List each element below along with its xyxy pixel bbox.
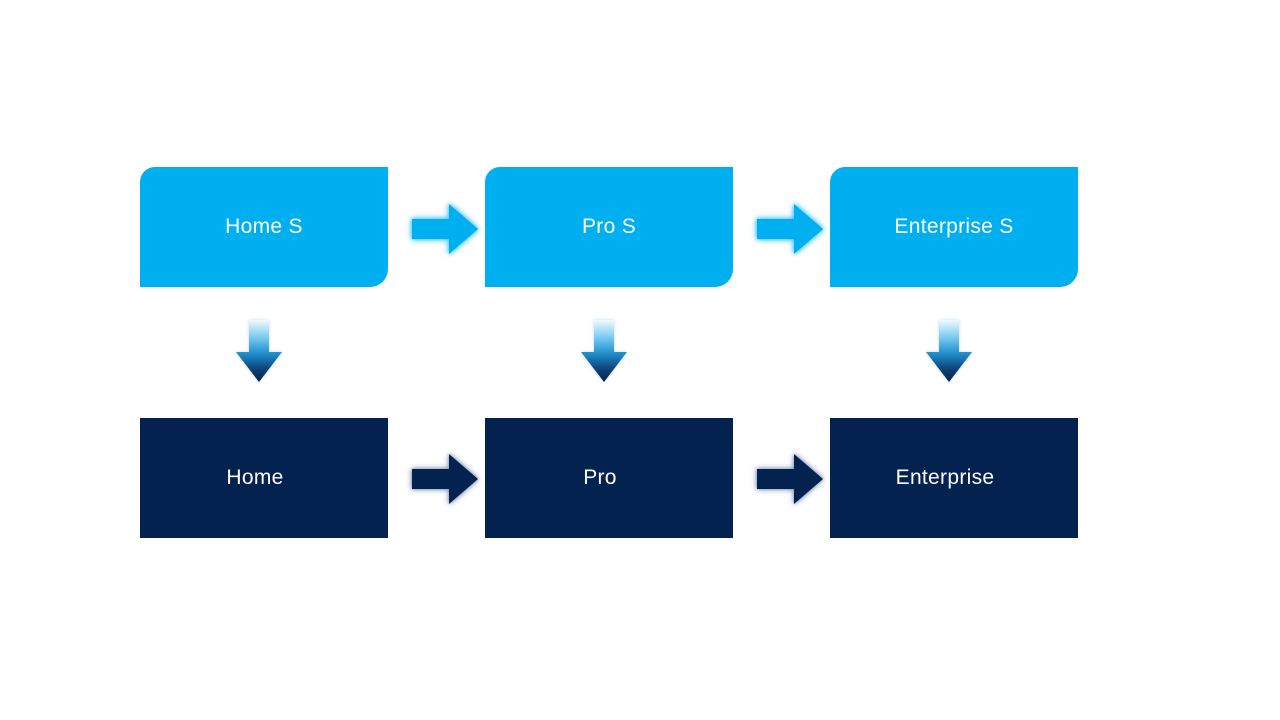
node-enterprise[interactable]: Enterprise bbox=[830, 418, 1078, 538]
down-arrow-icon[interactable] bbox=[236, 320, 282, 382]
right-arrow-icon[interactable] bbox=[757, 204, 823, 254]
down-arrow-icon[interactable] bbox=[581, 320, 627, 382]
node-home-label: Home bbox=[226, 466, 284, 489]
right-arrow-shape bbox=[757, 454, 823, 504]
down-arrow-shape bbox=[581, 320, 627, 382]
right-arrow-icon[interactable] bbox=[412, 204, 478, 254]
down-arrow-shape bbox=[236, 320, 282, 382]
down-arrow-shape bbox=[926, 320, 972, 382]
right-arrow-icon[interactable] bbox=[757, 454, 823, 504]
right-arrow-icon[interactable] bbox=[412, 454, 478, 504]
node-home-s[interactable]: Home S bbox=[140, 167, 388, 287]
node-home[interactable]: Home bbox=[140, 418, 388, 538]
node-pro-s-label: Pro S bbox=[581, 215, 637, 238]
down-arrow-icon[interactable] bbox=[926, 320, 972, 382]
right-arrow-shape bbox=[412, 204, 478, 254]
node-pro-label: Pro bbox=[583, 466, 617, 489]
right-arrow-shape bbox=[757, 204, 823, 254]
node-pro-s[interactable]: Pro S bbox=[485, 167, 733, 287]
node-enterprise-s[interactable]: Enterprise S bbox=[830, 167, 1078, 287]
node-enterprise-s-label: Enterprise S bbox=[894, 215, 1014, 238]
node-home-s-label: Home S bbox=[225, 215, 303, 238]
right-arrow-shape bbox=[412, 454, 478, 504]
node-pro[interactable]: Pro bbox=[485, 418, 733, 538]
node-enterprise-label: Enterprise bbox=[895, 466, 995, 489]
